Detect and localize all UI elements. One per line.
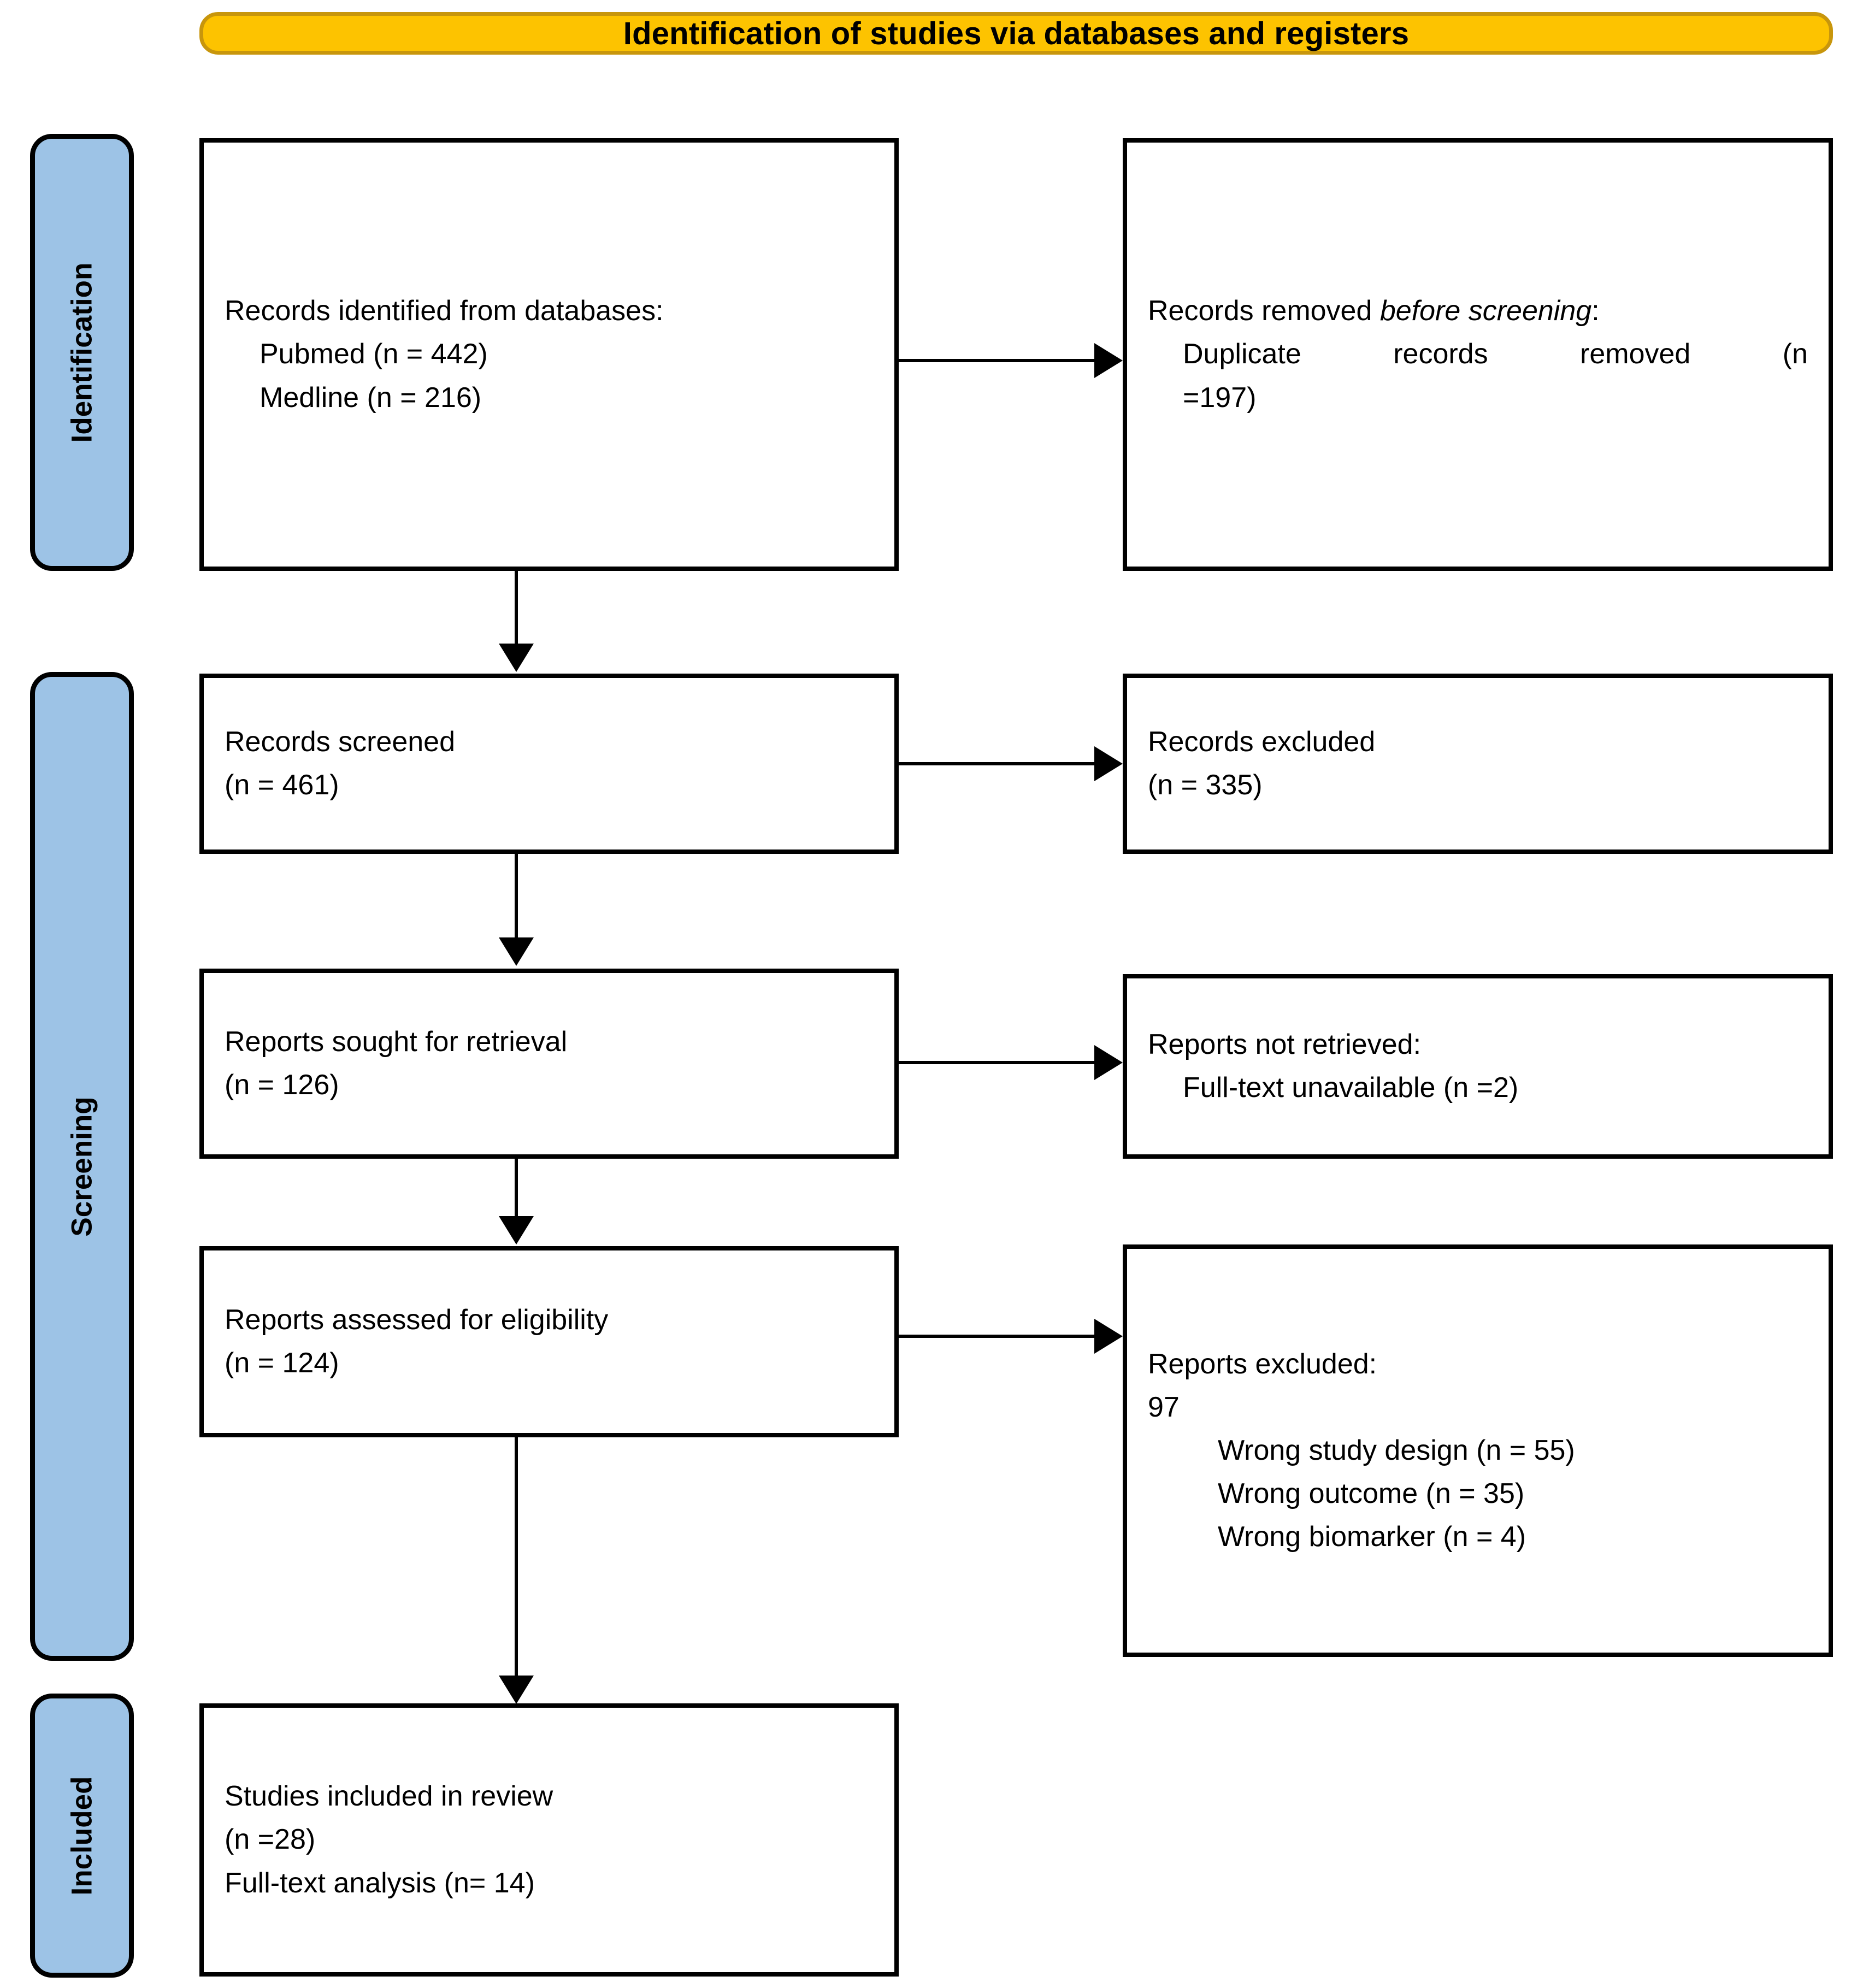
reports-assessed-heading: Reports assessed for eligibility <box>225 1303 609 1336</box>
arrow-screened-to-sought <box>499 854 534 969</box>
records-removed-heading-c: : <box>1591 295 1600 327</box>
studies-included-heading: Studies included in review <box>225 1780 553 1813</box>
box-reports-not-retrieved: Reports not retrieved: Full-text unavail… <box>1123 974 1833 1159</box>
box-reports-assessed: Reports assessed for eligibility (n = 12… <box>199 1246 899 1437</box>
arrow-sought-to-not-retrieved <box>899 1045 1123 1080</box>
studies-included-fulltext: Full-text analysis (n= 14) <box>225 1867 535 1899</box>
studies-included-count: (n =28) <box>225 1824 316 1856</box>
box-reports-excluded: Reports excluded: 97 Wrong study design … <box>1123 1244 1833 1657</box>
records-removed-duplicates: Duplicate records removed (n <box>1183 338 1808 370</box>
box-records-removed: Records removed before screening: Duplic… <box>1123 138 1833 571</box>
arrow-identified-to-removed <box>899 343 1123 378</box>
records-removed-heading-a: Records removed <box>1148 295 1380 327</box>
stage-label-screening-text: Screening <box>66 1096 98 1237</box>
records-excluded-heading: Records excluded <box>1148 725 1376 758</box>
records-identified-medline: Medline (n = 216) <box>260 381 482 414</box>
reports-excluded-heading: Reports excluded: <box>1148 1348 1377 1380</box>
box-records-excluded: Records excluded (n = 335) <box>1123 674 1833 854</box>
arrow-screened-to-excluded <box>899 746 1123 781</box>
stage-label-identification-text: Identification <box>66 262 98 443</box>
banner-title: Identification of studies via databases … <box>623 15 1410 51</box>
stage-label-included-text: Included <box>66 1776 98 1895</box>
reports-excluded-wrong-outcome: Wrong outcome (n = 35) <box>1218 1478 1525 1510</box>
stage-label-identification: Identification <box>30 134 134 571</box>
arrow-sought-to-assessed <box>499 1159 534 1246</box>
records-removed-heading-em: before screening <box>1379 295 1592 327</box>
reports-excluded-total: 97 <box>1148 1391 1180 1423</box>
reports-excluded-wrong-study-design: Wrong study design (n = 55) <box>1218 1434 1575 1466</box>
arrow-assessed-to-reports-excluded <box>899 1319 1123 1354</box>
box-records-identified: Records identified from databases: Pubme… <box>199 138 899 571</box>
records-identified-heading: Records identified from databases: <box>225 295 664 327</box>
reports-not-retrieved-heading: Reports not retrieved: <box>1148 1028 1422 1060</box>
records-removed-heading: Records removed before screening: <box>1148 290 1808 333</box>
box-studies-included: Studies included in review (n =28) Full-… <box>199 1703 899 1977</box>
stage-label-included: Included <box>30 1694 134 1978</box>
records-identified-pubmed: Pubmed (n = 442) <box>260 338 488 370</box>
reports-assessed-count: (n = 124) <box>225 1347 339 1379</box>
records-excluded-count: (n = 335) <box>1148 769 1263 801</box>
box-records-screened: Records screened (n = 461) <box>199 674 899 854</box>
records-removed-duplicates-count: =197) <box>1183 381 1257 414</box>
records-screened-heading: Records screened <box>225 725 455 758</box>
stage-label-screening: Screening <box>30 672 134 1661</box>
reports-sought-heading: Reports sought for retrieval <box>225 1025 568 1058</box>
reports-sought-count: (n = 126) <box>225 1069 339 1101</box>
arrow-identified-to-screened <box>499 571 534 674</box>
diagram-header-banner: Identification of studies via databases … <box>199 12 1833 55</box>
arrow-assessed-to-included <box>499 1437 534 1708</box>
records-screened-count: (n = 461) <box>225 769 339 801</box>
reports-excluded-wrong-biomarker: Wrong biomarker (n = 4) <box>1218 1521 1526 1553</box>
reports-not-retrieved-detail: Full-text unavailable (n =2) <box>1183 1072 1519 1104</box>
box-reports-sought: Reports sought for retrieval (n = 126) <box>199 969 899 1159</box>
